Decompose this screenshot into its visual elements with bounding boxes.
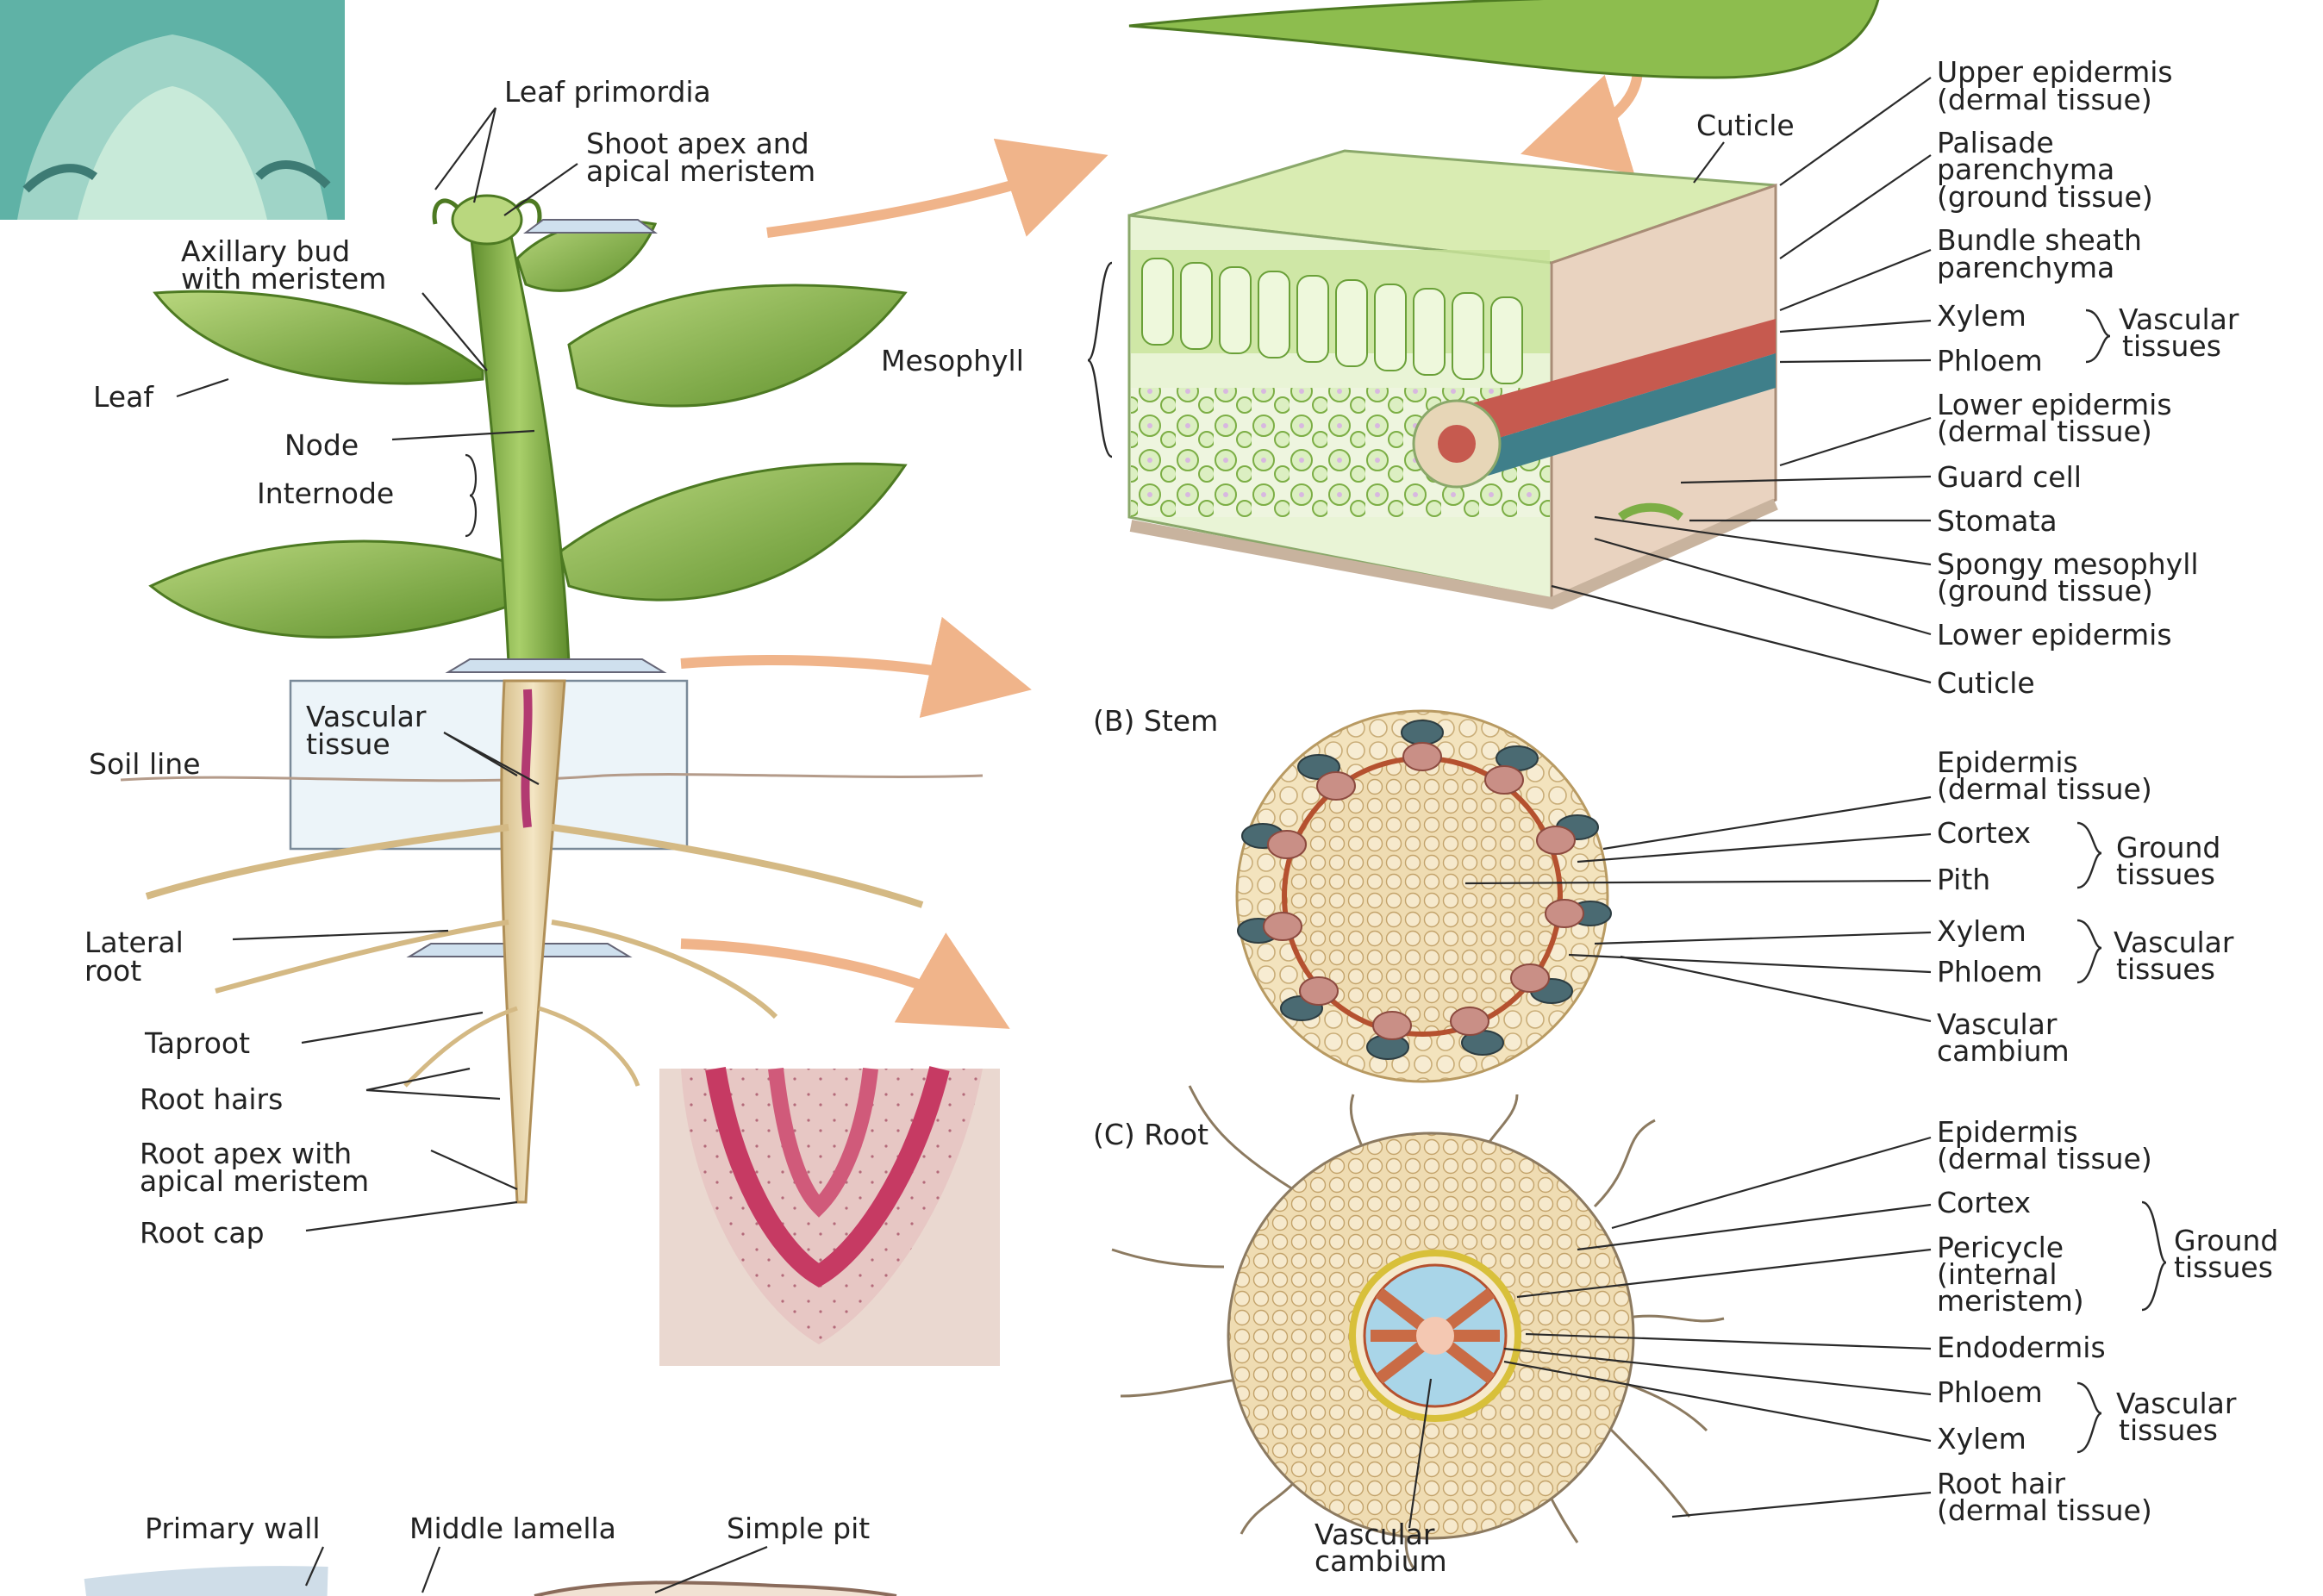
label-pericycle-2: (internal <box>1937 1257 2058 1291</box>
label-leaf-phloem: Phloem <box>1937 344 2043 377</box>
label-bundle-1: Bundle sheath <box>1937 223 2142 257</box>
plant-leaders <box>176 107 578 1232</box>
label-root-ground-2: tissues <box>2174 1250 2273 1284</box>
leaf-leaders <box>1087 77 2111 684</box>
cellwall-leaders <box>304 1545 768 1594</box>
shoot-apex-micrograph <box>0 0 345 220</box>
leaf-cross-section <box>1127 149 1778 610</box>
label-stem-cambium-1: Vascular <box>1937 1007 2058 1041</box>
arrow-to-root <box>680 932 1010 1029</box>
label-lateral-2: root <box>84 954 141 988</box>
label-vascular-2: tissue <box>306 727 390 761</box>
taproot <box>500 679 566 1204</box>
label-leaf: Leaf <box>93 380 154 414</box>
label-stem-cortex: Cortex <box>1937 816 2031 850</box>
label-stomata: Stomata <box>1937 504 2058 538</box>
label-stem-epi-2: (dermal tissue) <box>1937 772 2152 806</box>
label-stem-ground-1: Ground <box>2116 831 2220 864</box>
root-heading: (C) Root <box>1093 1118 1208 1151</box>
leaf-left-upper <box>153 290 484 385</box>
label-stem-cambium-2: cambium <box>1937 1034 2070 1068</box>
label-upper-epi-2: (dermal tissue) <box>1937 83 2152 116</box>
label-stem-vascular-2: tissues <box>2116 952 2215 986</box>
label-root-ground-1: Ground <box>2174 1224 2278 1257</box>
label-leaf-primordia: Leaf primordia <box>504 75 711 109</box>
label-lateral-1: Lateral <box>84 926 184 959</box>
label-root-vascular-1: Vascular <box>2116 1387 2237 1420</box>
label-stem-vascular-1: Vascular <box>2114 926 2234 959</box>
label-cuticle-top: Cuticle <box>1696 109 1795 142</box>
stem-heading: (B) Stem <box>1093 704 1218 738</box>
label-shoot-apex-1: Shoot apex and <box>586 127 809 160</box>
label-leaf-xylem: Xylem <box>1937 299 2026 333</box>
root-leaders <box>1408 1136 2167 1529</box>
label-stem-pith: Pith <box>1937 863 1990 896</box>
arrow-to-leaf <box>766 138 1108 238</box>
leaf-top-blade <box>1128 0 1880 79</box>
leaf-right-upper <box>567 284 908 408</box>
label-root-xylem: Xylem <box>1937 1422 2026 1456</box>
label-bundle-2: parenchyma <box>1937 251 2114 284</box>
label-root-epi-1: Epidermis <box>1937 1115 2078 1149</box>
label-primary-wall: Primary wall <box>145 1512 321 1545</box>
label-spongy-1: Spongy mesophyll <box>1937 547 2199 581</box>
label-root-cambium-2: cambium <box>1314 1544 1447 1578</box>
label-vascular-1: Vascular <box>306 700 427 733</box>
label-axillary-2: with meristem <box>181 262 386 296</box>
label-leaf-vascular-2: tissues <box>2122 329 2221 363</box>
label-node: Node <box>284 428 359 462</box>
label-root-epi-2: (dermal tissue) <box>1937 1142 2152 1175</box>
label-spongy-2: (ground tissue) <box>1937 574 2153 608</box>
label-stem-epi-1: Epidermis <box>1937 745 2078 779</box>
label-axillary-1: Axillary bud <box>181 234 350 268</box>
label-palisade-2: parenchyma <box>1937 153 2114 186</box>
label-endodermis: Endodermis <box>1937 1331 2106 1364</box>
root-cross-section <box>1111 1085 1725 1569</box>
label-mesophyll: Mesophyll <box>881 344 1024 377</box>
label-simple-pit: Simple pit <box>727 1512 870 1545</box>
label-root-cambium-1: Vascular <box>1314 1518 1435 1551</box>
arrow-leaf-down <box>1521 68 1643 174</box>
label-soil-line: Soil line <box>89 747 201 781</box>
label-root-phloem: Phloem <box>1937 1375 2043 1409</box>
label-internode: Internode <box>257 477 394 510</box>
label-pericycle-1: Pericycle <box>1937 1231 2064 1264</box>
cell-wall-illustration <box>84 1566 897 1596</box>
stem-cross-section <box>1235 709 1612 1083</box>
label-leaf-vascular-1: Vascular <box>2119 302 2239 336</box>
label-lower-epi-2: (dermal tissue) <box>1937 415 2152 448</box>
label-root-cortex: Cortex <box>1937 1186 2031 1219</box>
label-lower-epi-b: Lower epidermis <box>1937 618 2172 651</box>
stem-leaders <box>1464 795 2102 1023</box>
label-stem-xylem: Xylem <box>1937 914 2026 948</box>
leaf-right-mid <box>559 462 908 602</box>
plant-illustration <box>120 68 1643 1204</box>
label-root-apex-2: apical meristem <box>140 1164 369 1198</box>
label-palisade-1: Palisade <box>1937 126 2054 159</box>
label-lower-epi-1: Lower epidermis <box>1937 388 2172 421</box>
label-root-vascular-2: tissues <box>2119 1413 2218 1447</box>
label-upper-epi-1: Upper epidermis <box>1937 55 2173 89</box>
label-middle-lamella: Middle lamella <box>409 1512 616 1545</box>
label-roothair-1: Root hair <box>1937 1467 2066 1500</box>
label-shoot-apex-2: apical meristem <box>586 154 815 188</box>
label-root-cap: Root cap <box>140 1216 265 1250</box>
label-taproot: Taproot <box>144 1026 250 1060</box>
label-guard-cell: Guard cell <box>1937 460 2082 494</box>
label-palisade-3: (ground tissue) <box>1937 180 2153 214</box>
arrow-to-stem <box>680 616 1032 718</box>
label-root-apex-1: Root apex with <box>140 1137 352 1170</box>
root-tip-micrograph <box>659 1066 1000 1366</box>
label-stem-phloem: Phloem <box>1937 955 2043 988</box>
label-cuticle-bottom: Cuticle <box>1937 666 2035 700</box>
leaf-left-lower <box>148 539 528 639</box>
label-root-hairs: Root hairs <box>140 1082 283 1116</box>
label-pericycle-3: meristem) <box>1937 1284 2084 1318</box>
label-roothair-2: (dermal tissue) <box>1937 1493 2152 1527</box>
label-stem-ground-2: tissues <box>2116 857 2215 891</box>
